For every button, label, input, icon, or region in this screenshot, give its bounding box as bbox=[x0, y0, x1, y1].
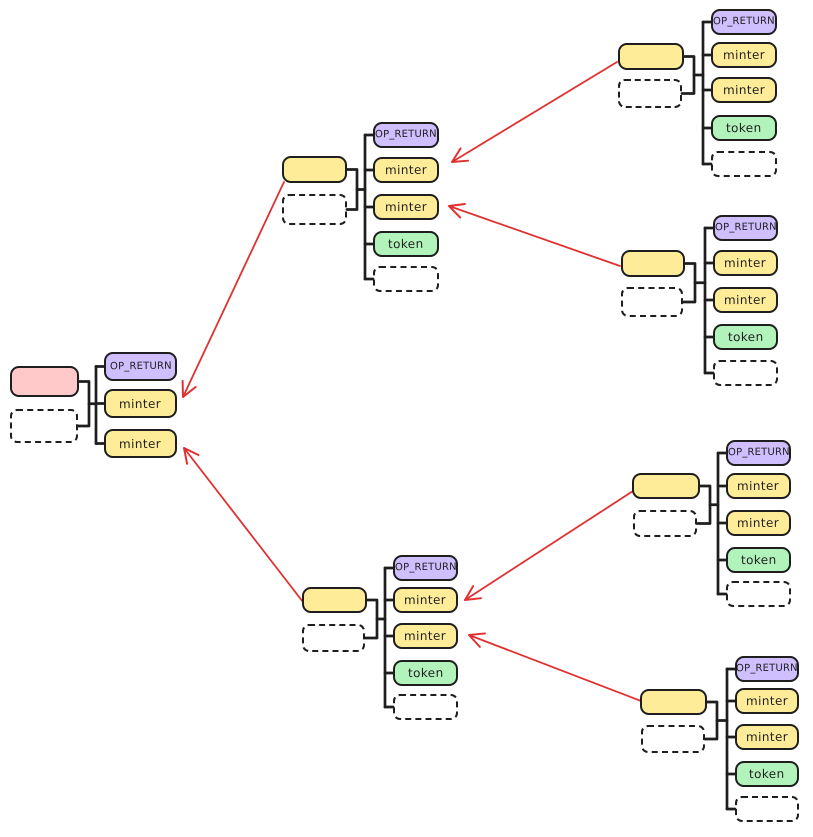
tx-mint-bottom-right-2-output-minter-1-label: minter bbox=[745, 693, 789, 709]
tx-mint-bottom-right-1-output-pending bbox=[726, 581, 791, 607]
tx-funding-root-output-minter-1-label: minter bbox=[119, 396, 162, 411]
tx-mint-bottom-right-2-input-box bbox=[640, 689, 707, 715]
tx-mint-top-right-1-input-box bbox=[618, 43, 684, 70]
tx-mint-bottom-right-2-output-op_return: OP_RETURN bbox=[735, 656, 799, 682]
tx-mint-top-right-1-pending-input-box bbox=[618, 79, 682, 108]
tx-mint-bottom-output-minter-1: minter bbox=[393, 587, 458, 613]
tx-mint-top-right-2-output-op_return-label: OP_RETURN bbox=[714, 221, 777, 234]
tx-funding-root-pending-input-box bbox=[10, 409, 78, 443]
tx-mint-top-right-1-output-pending bbox=[711, 151, 777, 177]
tx-mint-top-right-1-output-minter-2-label: minter bbox=[722, 82, 766, 98]
tx-mint-top-right-1-output-op_return: OP_RETURN bbox=[711, 9, 777, 35]
tx-mint-top-output-pending bbox=[373, 266, 439, 292]
arrow-mint-bottom-to-funding-root-minter-2 bbox=[184, 448, 304, 603]
tx-mint-top-right-1-output-minter-1: minter bbox=[711, 42, 777, 68]
tx-mint-bottom-output-minter-1-label: minter bbox=[404, 592, 447, 608]
tx-mint-bottom-right-1-output-token-label: token bbox=[740, 552, 777, 568]
tx-mint-top-right-2-pending-input-box bbox=[621, 287, 683, 317]
tx-funding-root-output-minter-2-label: minter bbox=[119, 436, 162, 451]
tx-mint-top-right-1-output-op_return-label: OP_RETURN bbox=[713, 15, 775, 28]
tx-mint-top-right-2-output-minter-2: minter bbox=[713, 287, 778, 313]
tx-mint-top-output-op_return: OP_RETURN bbox=[373, 122, 439, 148]
tx-mint-bottom-right-2-output-minter-2-label: minter bbox=[745, 729, 789, 745]
arrow-mint-bottom-right-2-to-mint-bottom-minter-2 bbox=[469, 635, 642, 702]
tx-funding-root-output-minter-2: minter bbox=[104, 429, 177, 458]
tx-mint-top-right-1-output-token-label: token bbox=[726, 120, 762, 136]
tx-mint-bottom-output-token-label: token bbox=[407, 665, 444, 681]
tx-mint-top-output-token: token bbox=[373, 231, 439, 257]
tx-mint-top-right-2-output-minter-2-label: minter bbox=[724, 292, 767, 308]
tx-mint-bottom-output-op_return: OP_RETURN bbox=[393, 555, 458, 581]
tx-mint-bottom-output-op_return-label: OP_RETURN bbox=[394, 561, 457, 574]
tx-mint-bottom-output-minter-2-label: minter bbox=[404, 628, 447, 644]
tx-mint-bottom-right-1-input-box bbox=[632, 473, 700, 499]
tx-mint-top-right-2-output-minter-1-label: minter bbox=[724, 255, 767, 271]
tx-mint-top-right-2-input-box bbox=[621, 250, 685, 277]
tx-mint-bottom-input-box bbox=[302, 587, 367, 613]
arrow-mint-top-right-2-to-mint-top-minter-2 bbox=[449, 206, 621, 267]
tx-mint-bottom-right-1-output-minter-1: minter bbox=[726, 473, 791, 499]
tx-mint-top-right-1-output-minter-1-label: minter bbox=[722, 47, 766, 63]
tx-mint-top-input-box bbox=[282, 156, 347, 183]
tx-mint-top-pending-input-box bbox=[282, 194, 347, 225]
tx-mint-bottom-right-2-output-minter-2: minter bbox=[735, 724, 799, 750]
tx-mint-top-right-2-output-pending bbox=[713, 360, 778, 386]
tx-mint-bottom-right-2-output-minter-1: minter bbox=[735, 688, 799, 714]
tx-mint-top-right-2-output-token-label: token bbox=[727, 329, 764, 345]
tx-mint-top-output-op_return-label: OP_RETURN bbox=[375, 128, 437, 141]
tx-mint-bottom-pending-input-box bbox=[302, 624, 365, 652]
tx-mint-bottom-output-token: token bbox=[393, 660, 458, 686]
tx-mint-bottom-output-pending bbox=[393, 694, 458, 720]
tx-mint-bottom-right-1-output-minter-2: minter bbox=[726, 510, 791, 536]
tx-mint-top-input-connector bbox=[345, 168, 359, 211]
tx-funding-root-output-minter-1: minter bbox=[104, 389, 177, 418]
tx-mint-top-right-2-output-minter-1: minter bbox=[713, 250, 778, 276]
arrow-mint-bottom-right-1-to-mint-bottom-minter-1 bbox=[465, 490, 634, 600]
arrow-mint-top-to-funding-root-minter-1 bbox=[183, 181, 285, 397]
tx-mint-top-output-minter-2-label: minter bbox=[384, 199, 428, 215]
tx-mint-bottom-right-1-output-op_return-label: OP_RETURN bbox=[727, 446, 790, 459]
tx-funding-root-input-connector bbox=[76, 380, 91, 428]
tx-mint-bottom-right-1-output-token: token bbox=[726, 547, 791, 573]
tx-mint-bottom-output-minter-2: minter bbox=[393, 623, 458, 649]
tx-mint-top-right-1-output-minter-2: minter bbox=[711, 77, 777, 103]
tx-funding-root-output-op_return-label: OP_RETURN bbox=[109, 360, 172, 372]
tx-mint-bottom-right-2-output-token-label: token bbox=[749, 766, 785, 782]
tx-mint-top-output-token-label: token bbox=[388, 236, 424, 252]
tx-mint-top-output-minter-1: minter bbox=[373, 157, 439, 183]
tx-mint-bottom-right-2-output-token: token bbox=[735, 761, 799, 787]
tx-mint-bottom-right-1-output-minter-2-label: minter bbox=[737, 515, 780, 531]
tx-mint-bottom-right-2-pending-input-box bbox=[641, 725, 705, 753]
tx-mint-bottom-right-2-output-pending bbox=[735, 796, 799, 822]
tx-mint-top-right-2-output-token: token bbox=[713, 324, 778, 350]
tx-mint-top-output-minter-1-label: minter bbox=[384, 162, 428, 178]
tx-mint-top-right-2-output-op_return: OP_RETURN bbox=[713, 215, 778, 241]
tx-funding-root-output-op_return: OP_RETURN bbox=[104, 352, 177, 381]
tx-mint-bottom-right-1-output-op_return: OP_RETURN bbox=[726, 440, 791, 466]
tx-mint-bottom-right-1-pending-input-box bbox=[633, 510, 697, 537]
tx-mint-bottom-right-2-output-op_return-label: OP_RETURN bbox=[736, 662, 798, 675]
tx-mint-top-output-minter-2: minter bbox=[373, 194, 439, 220]
tx-mint-top-right-1-output-token: token bbox=[711, 115, 777, 141]
tx-funding-root-input-box bbox=[10, 366, 79, 397]
tx-mint-bottom-right-1-output-minter-1-label: minter bbox=[737, 478, 780, 494]
arrow-mint-top-right-1-to-mint-top-minter-1 bbox=[452, 61, 618, 162]
